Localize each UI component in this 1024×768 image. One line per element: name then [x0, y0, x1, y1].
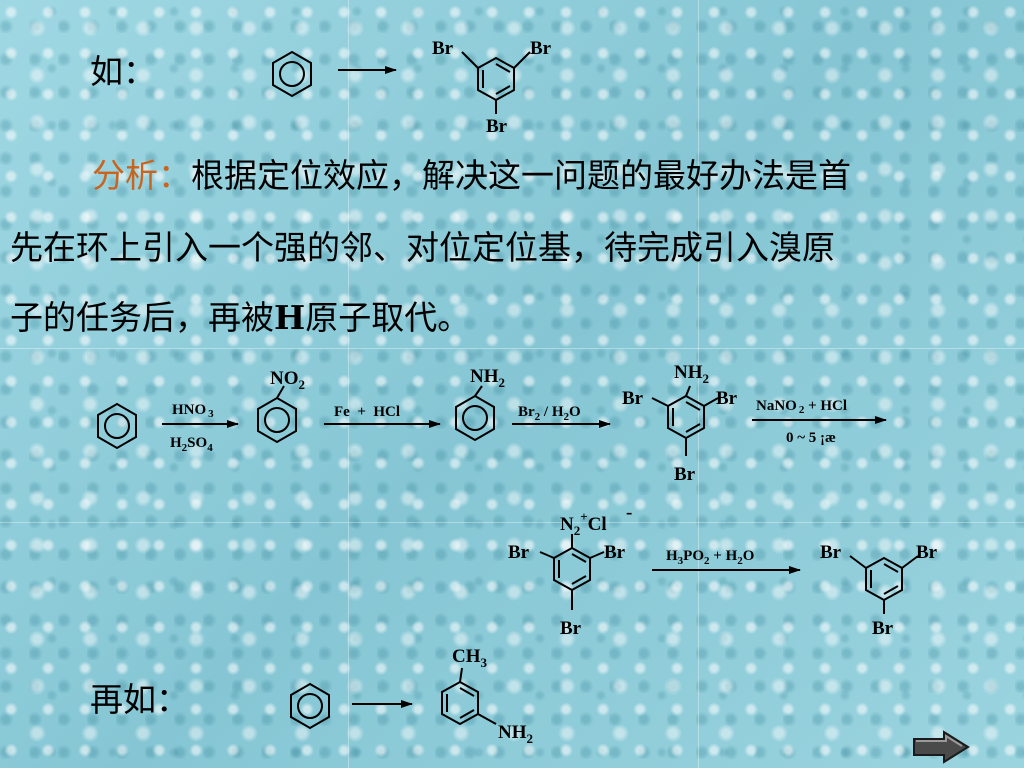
- arrow-right-icon: [913, 730, 970, 764]
- chloride-charge: -: [626, 502, 632, 523]
- bg-divider: [0, 522, 1024, 523]
- analysis-text-3a: 子的任务后，再被: [10, 298, 274, 337]
- br-label: Br: [432, 38, 454, 59]
- analysis-label: 分析：: [92, 156, 191, 195]
- benzene-ring: [257, 396, 297, 444]
- br-label: Br: [916, 542, 938, 563]
- bond: [461, 51, 479, 69]
- br-label: Br: [560, 618, 582, 639]
- reagent-bromine-water: Br2 / H2O: [518, 404, 581, 423]
- benzene-ring: [553, 546, 591, 592]
- benzene-ring: [865, 556, 903, 602]
- bond: [685, 385, 691, 397]
- amino-label: NH2: [470, 366, 505, 390]
- br-label: Br: [820, 542, 842, 563]
- bond: [849, 555, 867, 569]
- bg-divider: [0, 348, 1024, 349]
- benzene-ring: [477, 56, 515, 102]
- nitro-label: NO2: [270, 368, 305, 392]
- analysis-line-2: 先在环上引入一个强的邻、对位定位基，待完成引入溴原: [10, 228, 835, 267]
- br-label: Br: [604, 542, 626, 563]
- next-slide-button[interactable]: [912, 730, 970, 764]
- analysis-text-3b: 原子取代。: [305, 298, 471, 337]
- br-label: Br: [508, 542, 530, 563]
- analysis-line-3: 子的任务后，再被H原子取代。: [10, 298, 470, 338]
- reagent-fe-hcl: Fe + HCl: [334, 404, 400, 420]
- methyl-label: CH3: [452, 646, 488, 670]
- example1-label: 如：: [90, 52, 156, 91]
- benzene-ring: [441, 680, 479, 726]
- bond: [703, 397, 719, 407]
- bond: [539, 551, 555, 559]
- amino-label: NH2: [674, 362, 709, 386]
- benzene-ring: [667, 394, 705, 440]
- bond: [901, 555, 919, 569]
- example2-label: 再如：: [90, 680, 189, 719]
- bond: [477, 713, 497, 725]
- br-label: Br: [486, 116, 508, 137]
- amino-label: NH2: [498, 722, 533, 746]
- reagent-sulfuric-acid: H2SO4: [170, 435, 213, 454]
- benzene-ring: [272, 50, 312, 98]
- br-label: Br: [530, 38, 552, 59]
- hydrogen-symbol: H: [274, 298, 306, 337]
- br-label: Br: [872, 618, 894, 639]
- br-label: Br: [674, 464, 696, 485]
- bond: [276, 385, 285, 399]
- bond: [651, 397, 669, 407]
- br-label: Br: [622, 388, 644, 409]
- bg-divider: [698, 0, 699, 768]
- bg-divider: [348, 0, 349, 768]
- analysis-text-1: 根据定位效应，解决这一问题的最好办法是首: [191, 156, 851, 195]
- benzene-ring: [455, 394, 495, 442]
- bond: [589, 551, 605, 559]
- bond: [459, 667, 463, 683]
- diazonium-label: N2+Cl: [560, 509, 607, 538]
- bond: [474, 385, 483, 397]
- br-label: Br: [716, 388, 738, 409]
- analysis-line-1: 分析：根据定位效应，解决这一问题的最好办法是首: [92, 156, 851, 196]
- reaction-temperature: 0 ~ 5 ¡æ: [786, 430, 836, 446]
- bond: [513, 51, 531, 69]
- reagent-h3po2-h2o: H3PO2 + H2O: [666, 548, 754, 567]
- benzene-ring: [290, 682, 330, 730]
- benzene-ring: [97, 402, 137, 450]
